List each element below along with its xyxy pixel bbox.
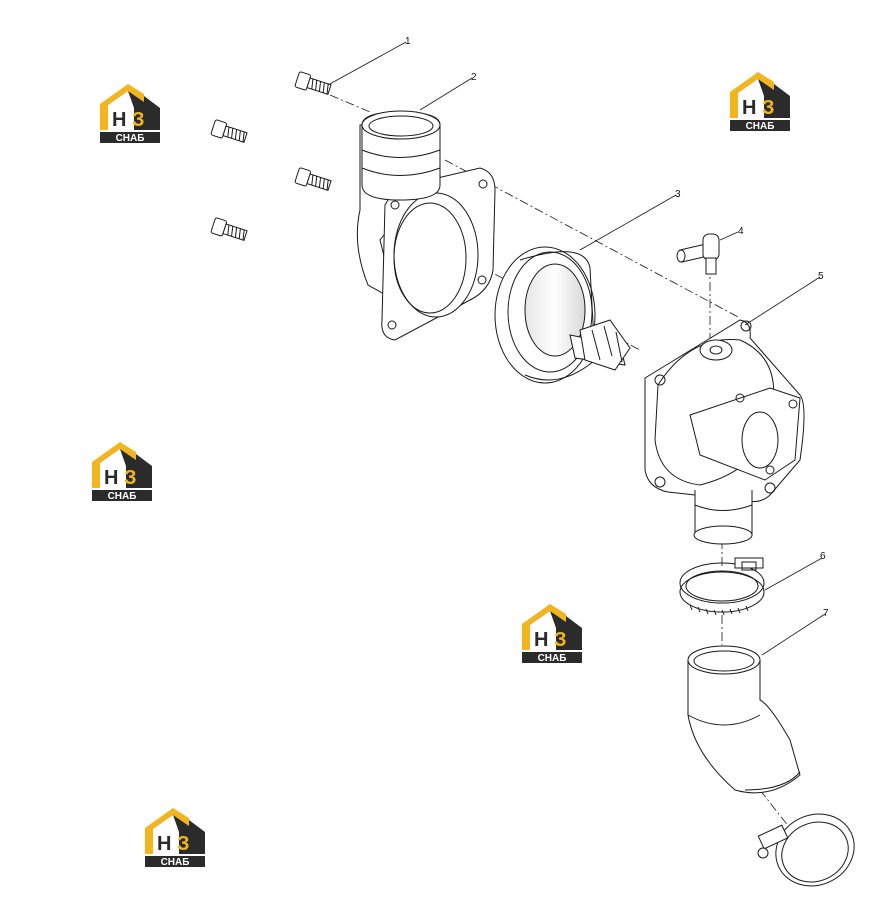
watermark-logo: Н З СНАБ [98,82,162,144]
bolt [294,71,332,95]
hose-part-7 [687,645,801,794]
hose-clamp-part-6 [679,557,765,616]
watermark-logo: Н З СНАБ [90,440,154,502]
bolt [210,217,248,241]
watermark-logo: Н З СНАБ [143,806,207,868]
fitting-part-4 [676,233,720,275]
svg-text:З: З [132,109,145,131]
callout-5: 5 [818,271,824,282]
svg-text:З: З [762,97,775,119]
svg-text:З: З [124,467,137,489]
svg-text:СНАБ: СНАБ [746,121,775,132]
bolt-part-1 [210,71,332,241]
svg-text:СНАБ: СНАБ [161,857,190,868]
bolt [294,167,332,191]
svg-text:Н: Н [534,629,548,651]
svg-text:Н: Н [157,833,171,855]
svg-text:З: З [177,833,190,855]
housing-part-5 [644,319,805,545]
callout-6: 6 [820,551,826,562]
callout-7: 7 [823,608,829,619]
svg-text:СНАБ: СНАБ [108,491,137,502]
callout-labels: 1 2 3 4 5 6 7 [405,36,829,619]
svg-text:Н: Н [112,109,126,131]
thermostat-part-3 [494,246,631,384]
leader-lines [327,41,826,656]
svg-text:Н: Н [742,97,756,119]
outlet-elbow-part-2 [356,110,496,341]
watermark-logo: Н З СНАБ [728,70,792,132]
lower-hose-clamp [757,813,855,887]
watermark-logo: Н З СНАБ [520,602,584,664]
svg-text:З: З [554,629,567,651]
svg-text:СНАБ: СНАБ [538,653,567,664]
bolt [210,119,248,143]
callout-3: 3 [675,189,681,200]
svg-text:Н: Н [104,467,118,489]
callout-4: 4 [738,226,744,237]
callout-1: 1 [405,36,411,47]
svg-text:СНАБ: СНАБ [116,133,145,144]
callout-2: 2 [471,72,477,83]
